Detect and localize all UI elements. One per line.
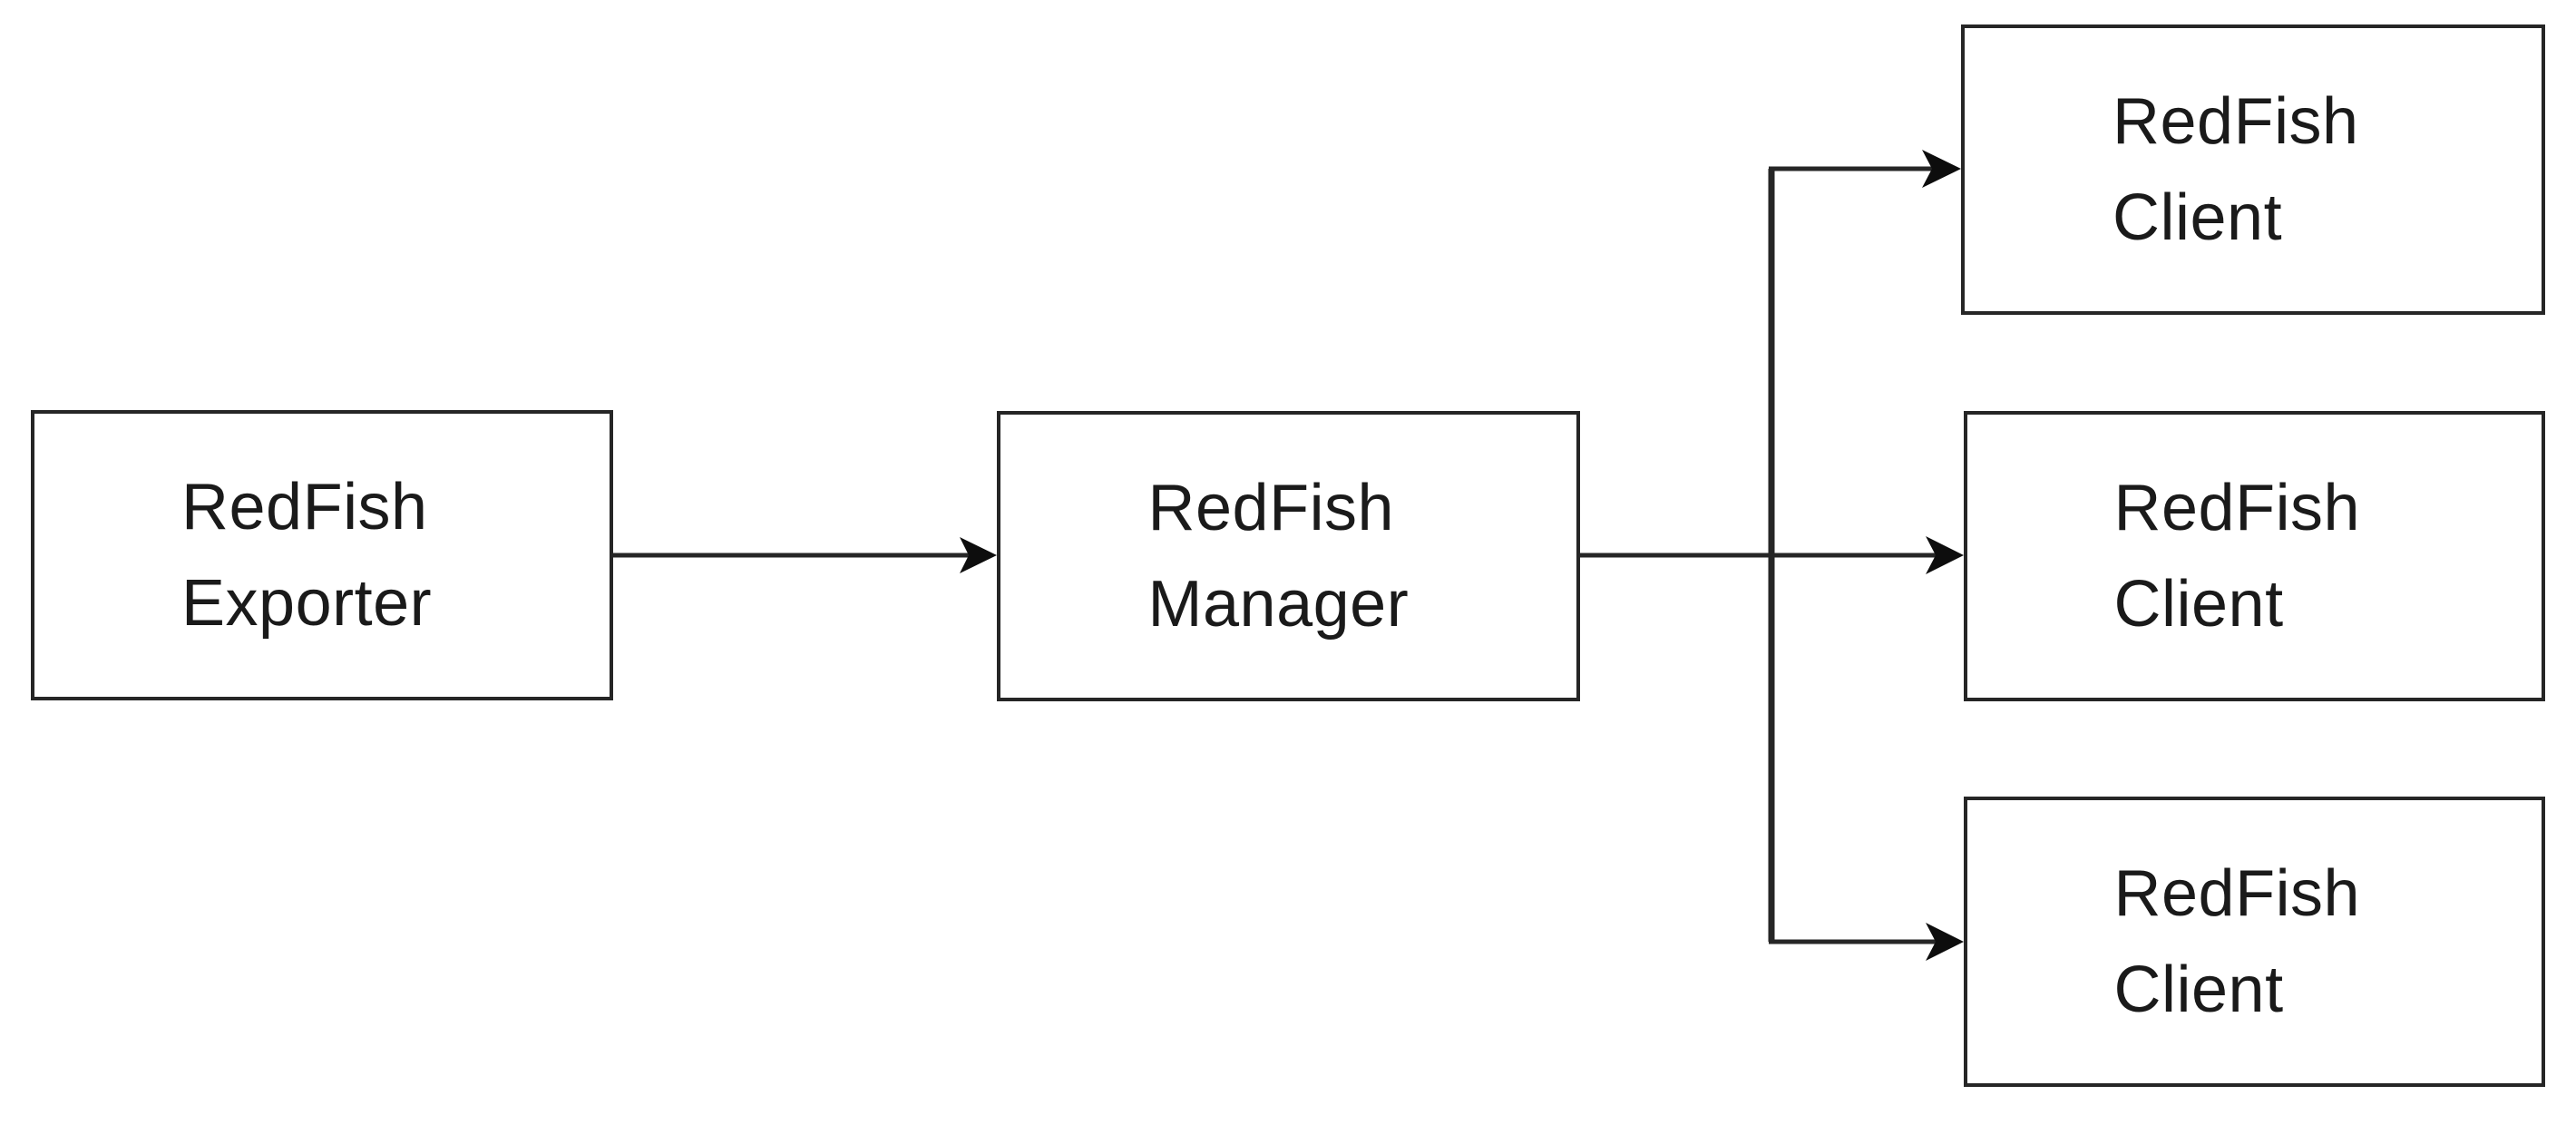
node-redfish-exporter[interactable]: RedFish Exporter — [31, 410, 613, 700]
node-text-block: RedFish Client — [2113, 73, 2394, 266]
arrowhead-into-client-middle — [1926, 536, 1964, 574]
node-redfish-client-middle[interactable]: RedFish Client — [1964, 411, 2545, 701]
arrowhead-into-client-bottom — [1926, 923, 1964, 961]
node-text-block: RedFish Manager — [1148, 460, 1429, 652]
edge-manager-trunk — [1580, 169, 1775, 942]
node-label-line-1: RedFish — [2113, 472, 2361, 544]
node-redfish-client-top[interactable]: RedFish Client — [1961, 24, 2545, 315]
edge-exporter-to-manager — [613, 537, 997, 573]
node-label-line-2: Exporter — [181, 567, 433, 640]
node-redfish-client-bottom[interactable]: RedFish Client — [1964, 797, 2545, 1087]
node-label-line-2: Client — [2113, 954, 2284, 1026]
node-text-block: RedFish Client — [2114, 846, 2395, 1038]
edge-manager-to-client-bottom — [1769, 923, 1964, 961]
node-label-line-2: Client — [2113, 568, 2284, 641]
arrowhead-into-manager — [960, 537, 997, 573]
node-text-block: RedFish Exporter — [181, 459, 463, 651]
node-text-block: RedFish Client — [2114, 460, 2395, 652]
node-label-line-1: RedFish — [1147, 472, 1395, 544]
node-label-line-1: RedFish — [2113, 857, 2361, 930]
node-label-line-2: Manager — [1147, 568, 1410, 641]
edge-manager-to-client-top — [1769, 150, 1961, 188]
node-label-line-1: RedFish — [2113, 85, 2359, 158]
node-label-line-1: RedFish — [181, 471, 428, 543]
edge-manager-to-client-middle — [1771, 536, 1964, 574]
node-redfish-manager[interactable]: RedFish Manager — [997, 411, 1580, 701]
arrowhead-into-client-top — [1922, 150, 1961, 188]
node-label-line-2: Client — [2113, 181, 2283, 254]
